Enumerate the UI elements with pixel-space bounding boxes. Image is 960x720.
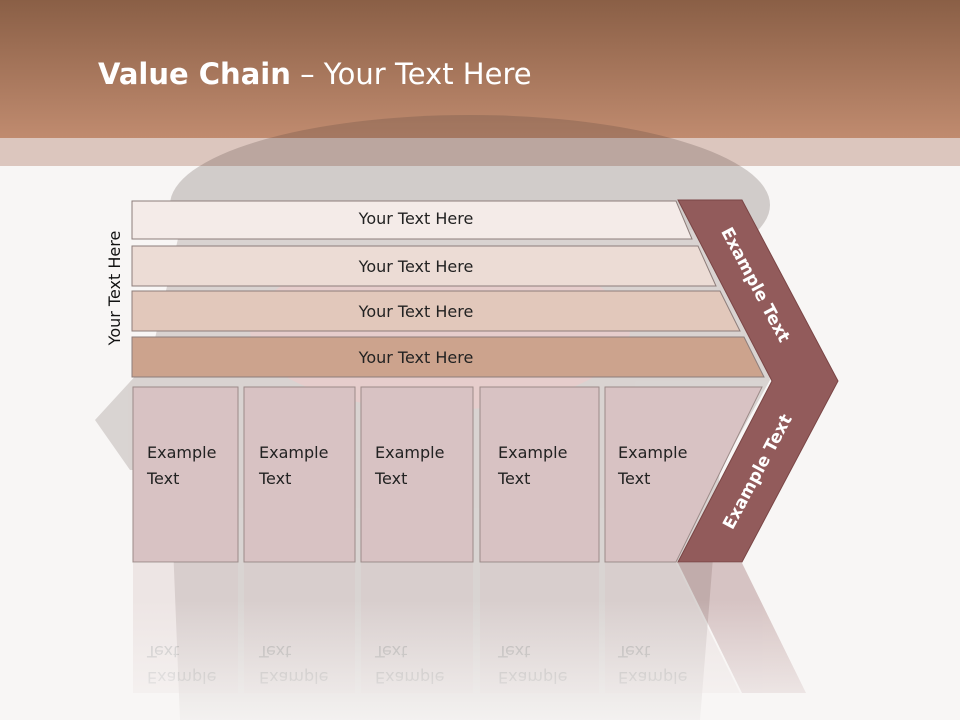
activity-box-4-line2: Text — [497, 469, 530, 488]
title-sub-band — [0, 138, 960, 166]
activity-box-4-line1: Example — [498, 443, 567, 462]
slide-title-rest: – Your Text Here — [290, 57, 532, 91]
activity-box-5-line2: Text — [617, 469, 650, 488]
title-banner — [0, 0, 960, 138]
bar-4: Your Text Here — [131, 336, 765, 378]
side-label: Your Text Here — [105, 230, 124, 346]
activity-box-4: Example Text — [479, 386, 600, 563]
activity-box-1: Example Text — [132, 386, 239, 563]
slide-title: Value Chain – Your Text Here — [98, 54, 532, 94]
activity-box-3: Example Text — [360, 386, 474, 563]
bar-3: Your Text Here — [131, 290, 741, 332]
reflection-fade — [0, 600, 960, 720]
activity-box-2-line2: Text — [258, 469, 291, 488]
activity-box-1-line2: Text — [146, 469, 179, 488]
bar-1: Your Text Here — [131, 200, 693, 240]
activity-box-3-line2: Text — [374, 469, 407, 488]
bar-4-label: Your Text Here — [358, 348, 474, 367]
activity-box-1-line1: Example — [147, 443, 216, 462]
bar-3-label: Your Text Here — [358, 302, 474, 321]
activity-box-2: Example Text — [243, 386, 356, 563]
activity-box-5-line1: Example — [618, 443, 687, 462]
slide-title-bold: Value Chain — [98, 57, 291, 91]
bar-2-label: Your Text Here — [358, 257, 474, 276]
activity-box-2-line1: Example — [259, 443, 328, 462]
activity-box-5: Example Text — [604, 386, 763, 563]
bar-2: Your Text Here — [131, 245, 717, 287]
bar-1-label: Your Text Here — [358, 209, 474, 228]
activity-box-3-line1: Example — [375, 443, 444, 462]
